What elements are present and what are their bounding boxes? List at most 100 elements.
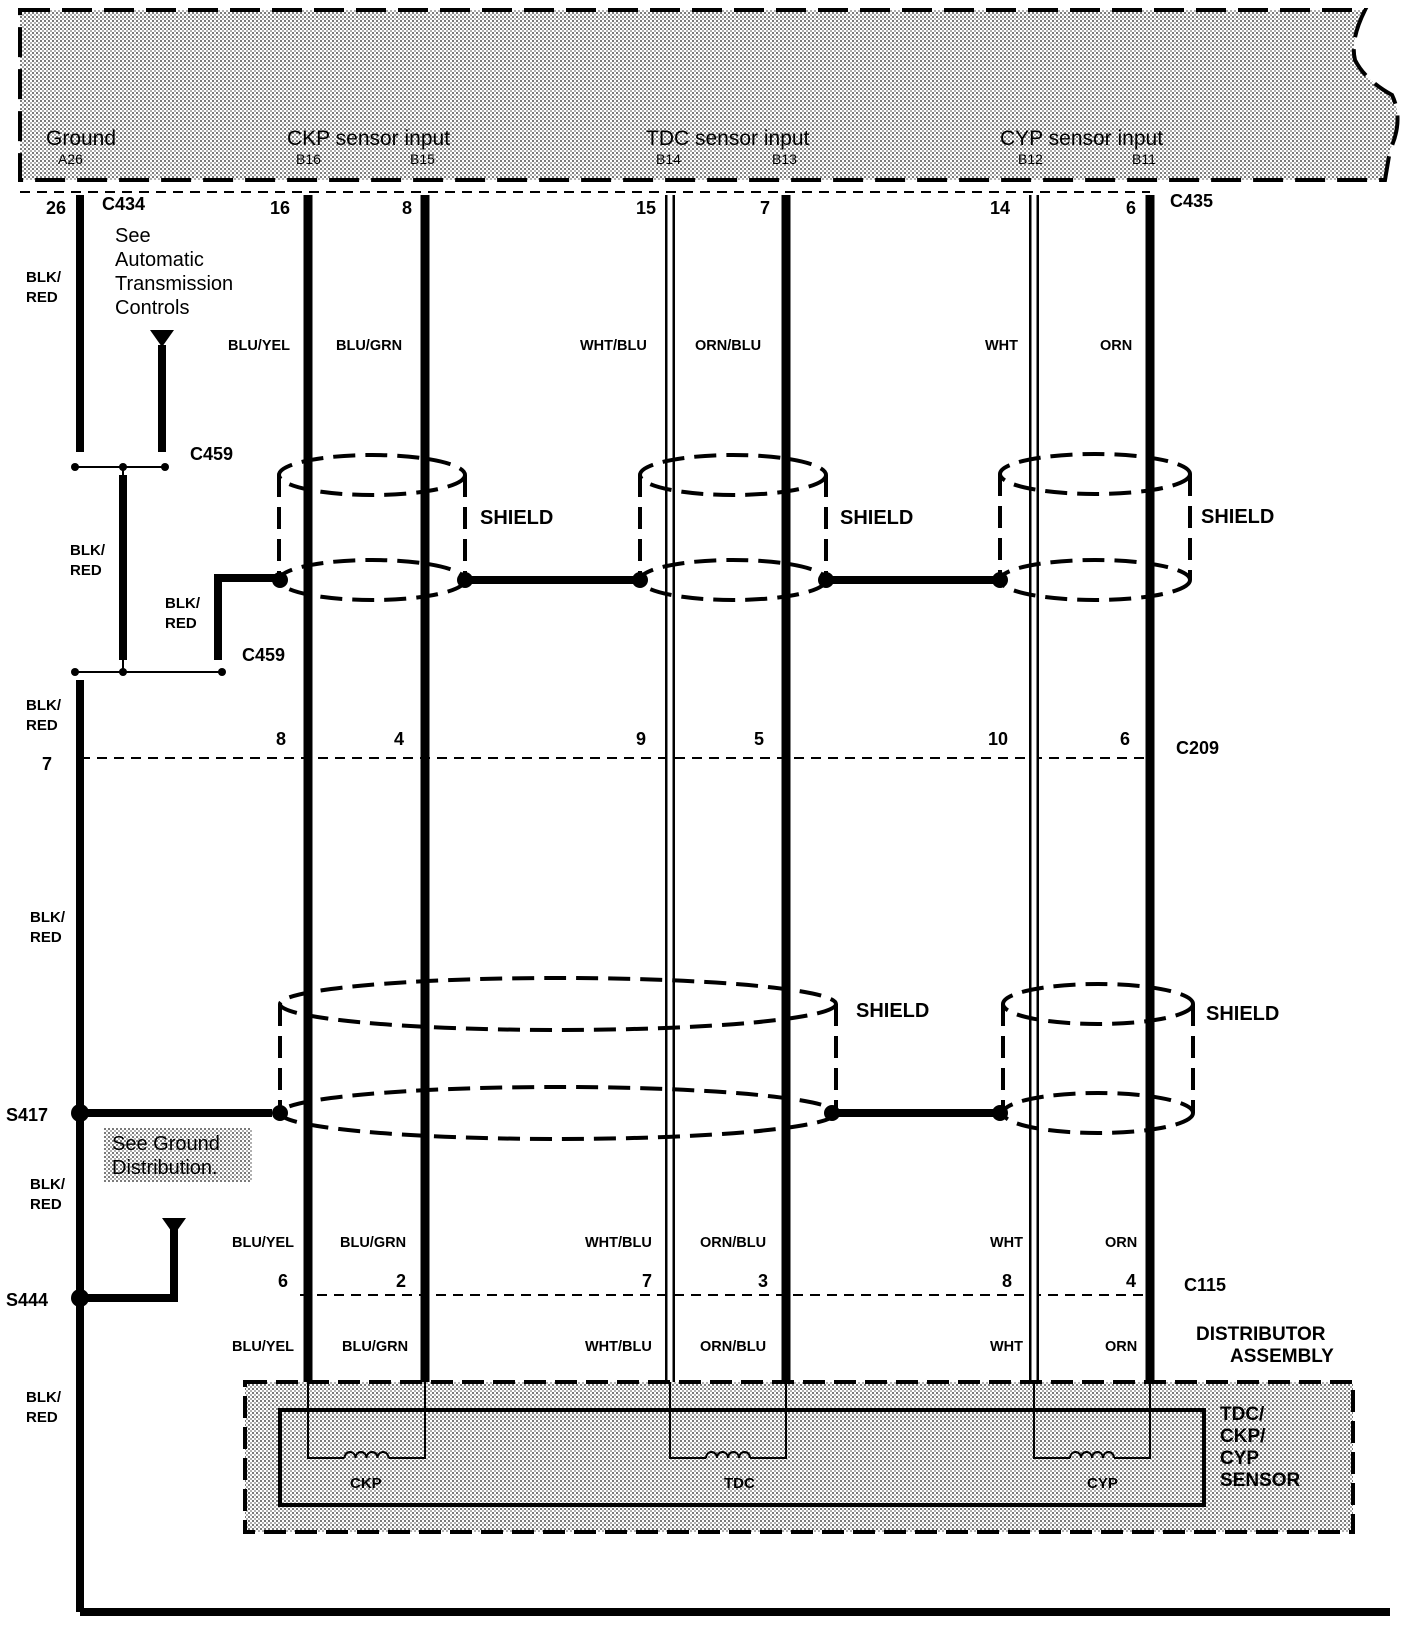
color-label-mid-orn: ORN bbox=[1105, 1235, 1137, 1251]
shield-label-4: SHIELD bbox=[856, 1000, 929, 1022]
see-at-line-2: Automatic bbox=[115, 249, 204, 271]
ecm-cyp-label: CYP sensor input bbox=[1000, 127, 1163, 150]
color-label-bot-blu-yel: BLU/YEL bbox=[232, 1339, 294, 1355]
blk-red-label-1a: BLK/RED bbox=[26, 269, 62, 306]
shield-label-2: SHIELD bbox=[840, 507, 913, 529]
color-label-bot-blu-grn: BLU/GRN bbox=[342, 1339, 408, 1355]
coil-ckp bbox=[307, 1382, 426, 1459]
color-label-mid-blu-yel: BLU/YEL bbox=[232, 1235, 294, 1251]
shield-ckp-tdc-lower bbox=[278, 976, 838, 1141]
wire-color-labels: BLU/YEL BLU/GRN WHT/BLU ORN/BLU WHT ORN BLU/YE… bbox=[228, 338, 1137, 1355]
pin-labels: 26 16 8 15 7 14 6 8 4 9 5 10 6 7 6 2 7 3 8 4 bbox=[42, 198, 1136, 1291]
color-label-mid-orn-blu: ORN/BLU bbox=[700, 1235, 766, 1251]
color-label-mid-wht-blu: WHT/BLU bbox=[585, 1235, 652, 1251]
sensor-box bbox=[278, 1408, 1206, 1507]
color-label-top-orn: ORN bbox=[1100, 338, 1132, 354]
blk-red-labels: BLK/RED BLK/RED BLK/RED BLK/RED BLK/RED … bbox=[26, 269, 201, 1426]
s444-label: S444 bbox=[6, 1290, 48, 1310]
c115-label: C115 bbox=[1184, 1275, 1226, 1295]
c434-pin-4: 15 bbox=[636, 198, 656, 218]
sensor-title-3: CYP bbox=[1220, 1448, 1259, 1469]
color-label-bot-wht-blu: WHT/BLU bbox=[585, 1339, 652, 1355]
see-at-line-4: Controls bbox=[115, 297, 189, 319]
ecm-tdc-pin-b: B13 bbox=[772, 151, 797, 167]
c434-pin-5: 7 bbox=[760, 198, 770, 218]
ecm-cyp-pin-b: B11 bbox=[1132, 151, 1156, 167]
c115-pin-3: 7 bbox=[642, 1271, 652, 1291]
distributor-title-1: DISTRIBUTOR bbox=[1196, 1324, 1326, 1345]
c459-bottom-label: C459 bbox=[242, 645, 285, 665]
see-ground-line-1: See Ground bbox=[112, 1133, 220, 1155]
see-at-line-1: See bbox=[115, 225, 151, 247]
s417-label: S417 bbox=[6, 1105, 48, 1125]
c115-pin-4: 3 bbox=[758, 1271, 768, 1291]
see-at-line-3: Transmission bbox=[115, 273, 233, 295]
coil-tdc bbox=[669, 1382, 787, 1459]
coil-cyp bbox=[1033, 1382, 1151, 1459]
shield-label-5: SHIELD bbox=[1206, 1003, 1279, 1025]
shield-label-3: SHIELD bbox=[1201, 506, 1274, 528]
color-label-bot-wht: WHT bbox=[990, 1339, 1023, 1355]
c209-pin-7: 6 bbox=[1120, 729, 1130, 749]
c434-label: C434 bbox=[102, 194, 145, 214]
blk-red-label-7a: BLK/RED bbox=[26, 1389, 62, 1426]
ground-arrow-head bbox=[162, 1218, 186, 1235]
c434-pin-7: 6 bbox=[1126, 198, 1136, 218]
sensor-title-2: CKP/ bbox=[1220, 1426, 1266, 1447]
coil-cyp-label: CYP bbox=[1087, 1475, 1118, 1492]
see-ground-box bbox=[104, 1128, 252, 1182]
ecm-tdc-label: TDC sensor input bbox=[646, 127, 810, 150]
c434-pin-3: 8 bbox=[402, 198, 412, 218]
signal-wires bbox=[303, 195, 1155, 1382]
blk-red-label-2a: BLK/RED bbox=[70, 542, 106, 579]
shields bbox=[277, 452, 1195, 1141]
at-arrow-head bbox=[150, 330, 174, 347]
c434-pin-1: 26 bbox=[46, 198, 66, 218]
c434-pin-6: 14 bbox=[990, 198, 1010, 218]
ecm-ckp-pin-b: B15 bbox=[410, 151, 435, 167]
c115-pin-2: 2 bbox=[396, 1271, 406, 1291]
color-label-top-orn-blu: ORN/BLU bbox=[695, 338, 761, 354]
ecm-tdc-pin-a: B14 bbox=[656, 151, 681, 167]
ecm-cyp-pin-a: B12 bbox=[1018, 151, 1043, 167]
c209-left-pin-1: 7 bbox=[42, 754, 52, 774]
blk-red-label-4a: BLK/RED bbox=[26, 697, 62, 734]
coil-ckp-label: CKP bbox=[350, 1475, 382, 1492]
ecm-box bbox=[18, 8, 1400, 182]
coil-tdc-label: TDC bbox=[724, 1475, 755, 1492]
c115-pin-1: 6 bbox=[278, 1271, 288, 1291]
distributor-title-2: ASSEMBLY bbox=[1230, 1346, 1334, 1367]
ecm-ground-label: Ground bbox=[46, 127, 116, 150]
sensor-coils bbox=[307, 1382, 1151, 1459]
ecm-ckp-label: CKP sensor input bbox=[287, 127, 450, 150]
blk-red-label-5a: BLK/RED bbox=[30, 909, 66, 946]
color-label-mid-wht: WHT bbox=[990, 1235, 1023, 1251]
color-label-bot-orn-blu: ORN/BLU bbox=[700, 1339, 766, 1355]
c115-pin-5: 8 bbox=[1002, 1271, 1012, 1291]
sensor-title-4: SENSOR bbox=[1220, 1470, 1301, 1491]
c115-pin-6: 4 bbox=[1126, 1271, 1136, 1291]
color-label-top-blu-grn: BLU/GRN bbox=[336, 338, 402, 354]
c435-label: C435 bbox=[1170, 191, 1213, 211]
c209-pin-4: 9 bbox=[636, 729, 646, 749]
color-label-top-wht-blu: WHT/BLU bbox=[580, 338, 647, 354]
color-label-mid-blu-grn: BLU/GRN bbox=[340, 1235, 406, 1251]
ecm-ground-pin: A26 bbox=[58, 151, 83, 167]
c209-label: C209 bbox=[1176, 738, 1219, 758]
c209-pin-3: 4 bbox=[394, 729, 404, 749]
junction-dots bbox=[71, 463, 1008, 1307]
c434-pin-2: 16 bbox=[270, 198, 290, 218]
ecm-ckp-pin-a: B16 bbox=[296, 151, 321, 167]
ground-wires bbox=[76, 195, 1390, 1616]
color-label-top-wht: WHT bbox=[985, 338, 1018, 354]
shield-label-1: SHIELD bbox=[480, 507, 553, 529]
color-label-bot-orn: ORN bbox=[1105, 1339, 1137, 1355]
blk-red-label-3a: BLK/RED bbox=[165, 595, 201, 632]
c459-top-label: C459 bbox=[190, 444, 233, 464]
c209-pin-6: 10 bbox=[988, 729, 1008, 749]
c209-pin-2: 8 bbox=[276, 729, 286, 749]
c209-pin-5: 5 bbox=[754, 729, 764, 749]
blk-red-label-6a: BLK/RED bbox=[30, 1176, 66, 1213]
